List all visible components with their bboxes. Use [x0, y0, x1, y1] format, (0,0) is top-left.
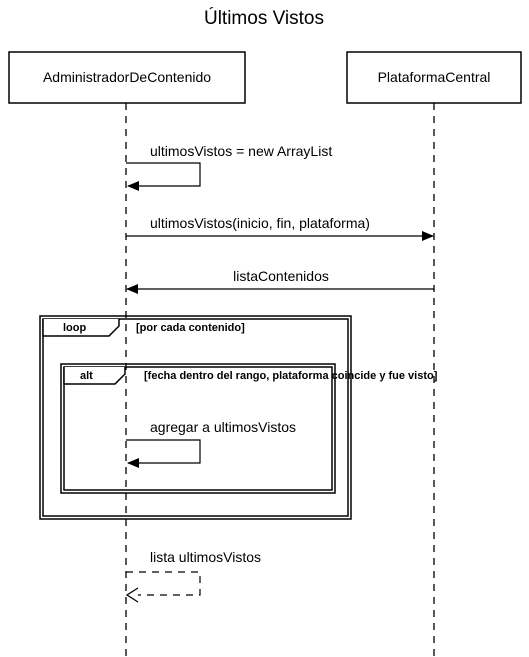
loop-fragment: loop [por cada contenido]	[39, 315, 352, 520]
diagram-title: Últimos Vistos	[204, 7, 324, 29]
message-4-label: agregar a ultimosVistos	[150, 419, 296, 435]
message-1-label: ultimosVistos = new ArrayList	[150, 143, 332, 159]
message-1-arrow	[126, 162, 201, 191]
loop-guard: [por cada contenido]	[136, 322, 245, 334]
alt-fragment: alt [fecha dentro del rango, plataforma …	[60, 363, 438, 494]
message-4-arrow	[126, 439, 201, 468]
message-5-label: lista ultimosVistos	[150, 549, 261, 565]
participant-plataforma-label: PlataformaCentral	[378, 69, 491, 85]
alt-guard: [fecha dentro del rango, plataforma coin…	[144, 370, 438, 382]
message-5-line	[126, 571, 201, 596]
message-5-arrowhead	[125, 587, 139, 603]
participant-plataforma: PlataformaCentral	[346, 51, 522, 104]
message-3-label: listaContenidos	[233, 268, 329, 284]
participant-administrador-label: AdministradorDeContenido	[43, 69, 211, 85]
alt-keyword: alt	[80, 370, 93, 382]
loop-keyword: loop	[63, 322, 86, 334]
message-2-label: ultimosVistos(inicio, fin, plataforma)	[150, 215, 370, 231]
participant-administrador: AdministradorDeContenido	[8, 51, 246, 104]
